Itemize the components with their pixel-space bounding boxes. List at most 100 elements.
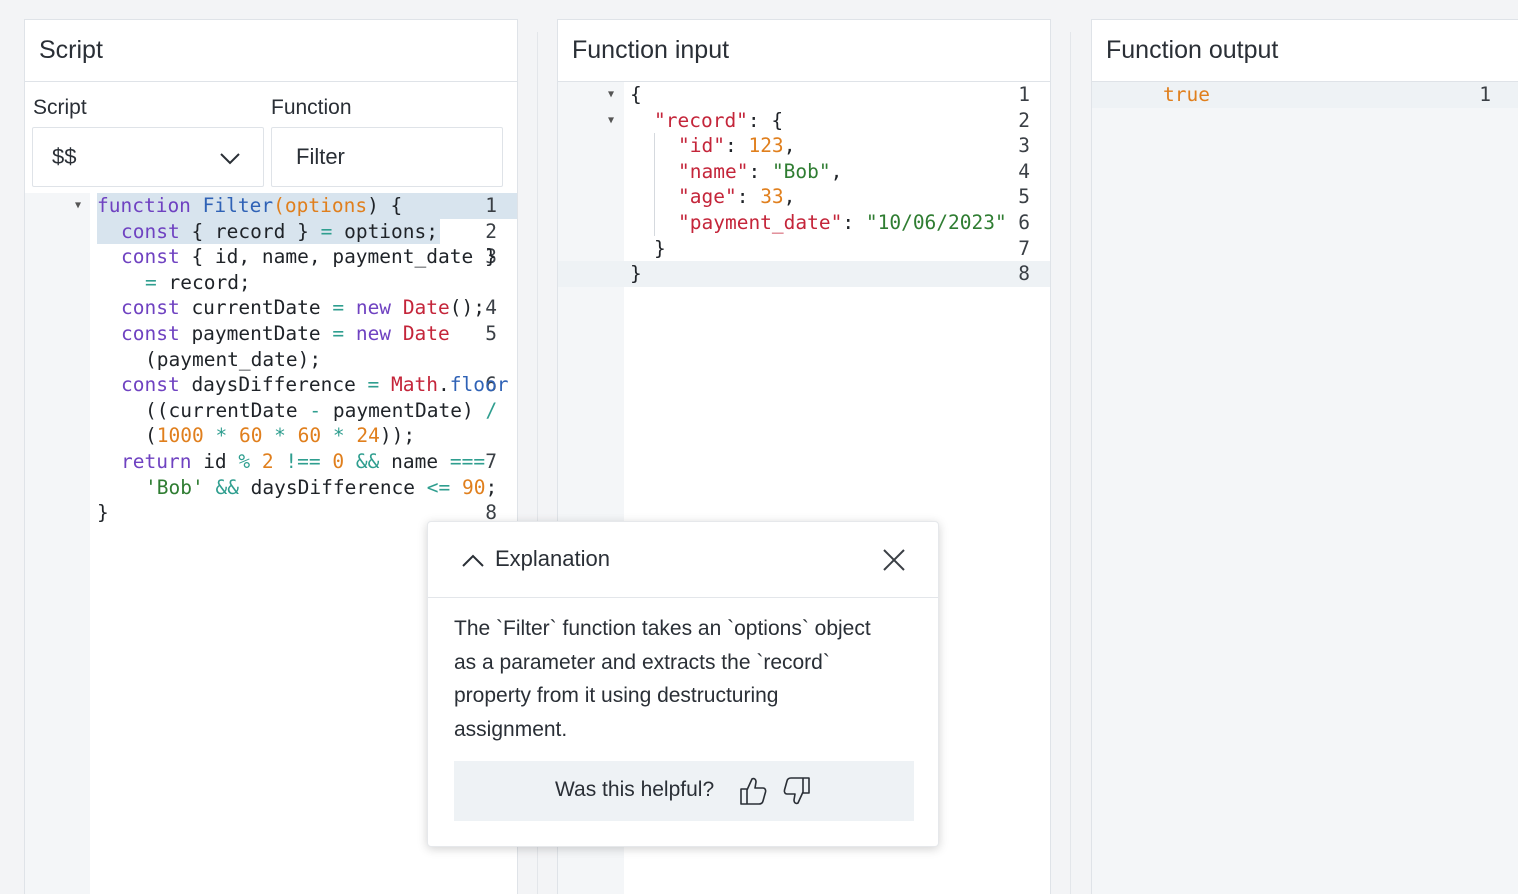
close-icon[interactable]: [880, 546, 908, 574]
code-token: record;: [156, 270, 251, 294]
selection-highlight: [97, 218, 440, 245]
line-number: 7: [1018, 236, 1030, 260]
line-number: 2: [1018, 108, 1030, 132]
line-number: 3: [1018, 134, 1030, 158]
json-line: "payment_date": "10/06/2023": [678, 210, 1007, 236]
code-token: !==: [285, 450, 321, 473]
json-line: }: [654, 236, 666, 262]
code-token: =: [320, 219, 333, 243]
code-token: 1000: [156, 424, 204, 448]
json-line: "name": "Bob",: [678, 159, 842, 185]
code-token: Date: [402, 322, 450, 345]
function-field-label: Function: [271, 96, 352, 119]
code-token: const: [121, 245, 180, 269]
line-number: 7: [485, 450, 497, 473]
panel-divider[interactable]: [1070, 32, 1071, 894]
code-token: name: [379, 450, 450, 473]
line-number: 6: [485, 373, 497, 397]
code-token: *: [203, 424, 239, 448]
json-token: : {: [747, 108, 784, 132]
code-token: paymentDate): [321, 398, 486, 422]
code-line: = record;: [145, 270, 251, 296]
json-key: "id": [678, 134, 725, 158]
explanation-line: property from it using destructuring: [454, 684, 779, 707]
code-line: const paymentDate = new Date: [121, 321, 450, 347]
function-input-field[interactable]: Filter: [271, 127, 503, 187]
code-token: daysDifference: [238, 475, 427, 499]
line-number: 5: [1018, 185, 1030, 209]
code-token: <=: [426, 475, 451, 499]
code-token: *: [321, 424, 357, 448]
json-value: 123: [748, 134, 784, 158]
function-field-value: Filter: [296, 144, 345, 169]
json-token: }: [654, 236, 666, 260]
code-token: const: [121, 322, 180, 345]
code-token: const: [121, 373, 180, 397]
line-number: 2: [485, 219, 497, 243]
code-token: options;: [332, 219, 439, 243]
code-token: new: [355, 322, 392, 345]
code-token: 0: [332, 450, 345, 473]
code-token: (: [145, 424, 157, 448]
chevron-up-icon[interactable]: [461, 551, 485, 569]
function-input-header: Function input: [558, 20, 1050, 82]
explanation-header[interactable]: Explanation: [428, 522, 938, 598]
code-token: =: [332, 322, 345, 345]
code-token: .: [438, 373, 450, 397]
function-input-title: Function input: [572, 36, 730, 64]
code-token: 24: [356, 424, 380, 448]
explanation-line: assignment.: [454, 717, 568, 741]
fold-arrow-icon[interactable]: ▼: [75, 200, 82, 211]
code-line: (payment_date);: [145, 347, 321, 373]
indent-guide: [654, 133, 655, 236]
active-line-highlight: [1092, 82, 1518, 108]
code-token: &&: [215, 475, 239, 499]
code-token: 90: [462, 475, 486, 499]
line-number: 4: [1018, 159, 1030, 183]
output-editor[interactable]: 1 true: [1092, 82, 1518, 894]
explanation-line: The `Filter` function takes an `options`…: [454, 617, 871, 640]
code-token: }: [97, 501, 109, 525]
json-line: }: [630, 261, 642, 287]
json-token: :: [724, 134, 749, 158]
fold-arrow-icon[interactable]: ▼: [608, 89, 615, 100]
code-token: *: [262, 424, 298, 448]
thumbs-down-icon[interactable]: [782, 775, 812, 807]
code-token: [344, 450, 356, 473]
code-token: Math: [391, 373, 439, 397]
json-token: :: [842, 211, 866, 234]
code-line: (1000 * 60 * 60 * 24));: [145, 423, 415, 449]
code-token: &&: [355, 450, 380, 473]
output-editor-gutter: [1092, 82, 1158, 894]
json-token: }: [630, 262, 642, 286]
code-token: =: [145, 270, 157, 294]
active-line-highlight: [97, 193, 517, 219]
json-line: "id": 123,: [678, 133, 795, 159]
code-token: ();: [449, 296, 486, 320]
explanation-title: Explanation: [495, 546, 610, 571]
code-token: options: [284, 194, 368, 217]
explanation-popup: Explanation The `Filter` function takes …: [427, 521, 939, 847]
panel-divider[interactable]: [537, 32, 538, 894]
output-content-bg: [1158, 82, 1518, 894]
code-token: currentDate: [179, 296, 333, 320]
line-number: 4: [485, 296, 497, 320]
code-token: [250, 450, 262, 473]
code-token: ) {: [367, 194, 403, 217]
function-output-title: Function output: [1106, 36, 1279, 64]
json-input-editor[interactable]: 1 ▼ 2 ▼ 3 4 5 6 7 8 { "record": { "id": …: [558, 82, 1050, 894]
feedback-label: Was this helpful?: [555, 778, 715, 801]
line-number: 1: [1018, 83, 1030, 106]
code-line: const { record } = options;: [121, 219, 438, 245]
thumbs-up-icon[interactable]: [738, 775, 768, 807]
json-value: "Bob": [771, 159, 831, 183]
code-line: }: [97, 500, 109, 526]
json-key: "age": [678, 185, 737, 209]
json-token: :: [748, 159, 772, 183]
script-editor-gutter: [25, 193, 90, 894]
json-line: "age": 33,: [678, 184, 795, 210]
line-number: 6: [1018, 211, 1030, 234]
script-select[interactable]: $$: [32, 127, 264, 187]
fold-arrow-icon[interactable]: ▼: [608, 114, 615, 126]
code-token: ;: [485, 475, 498, 499]
